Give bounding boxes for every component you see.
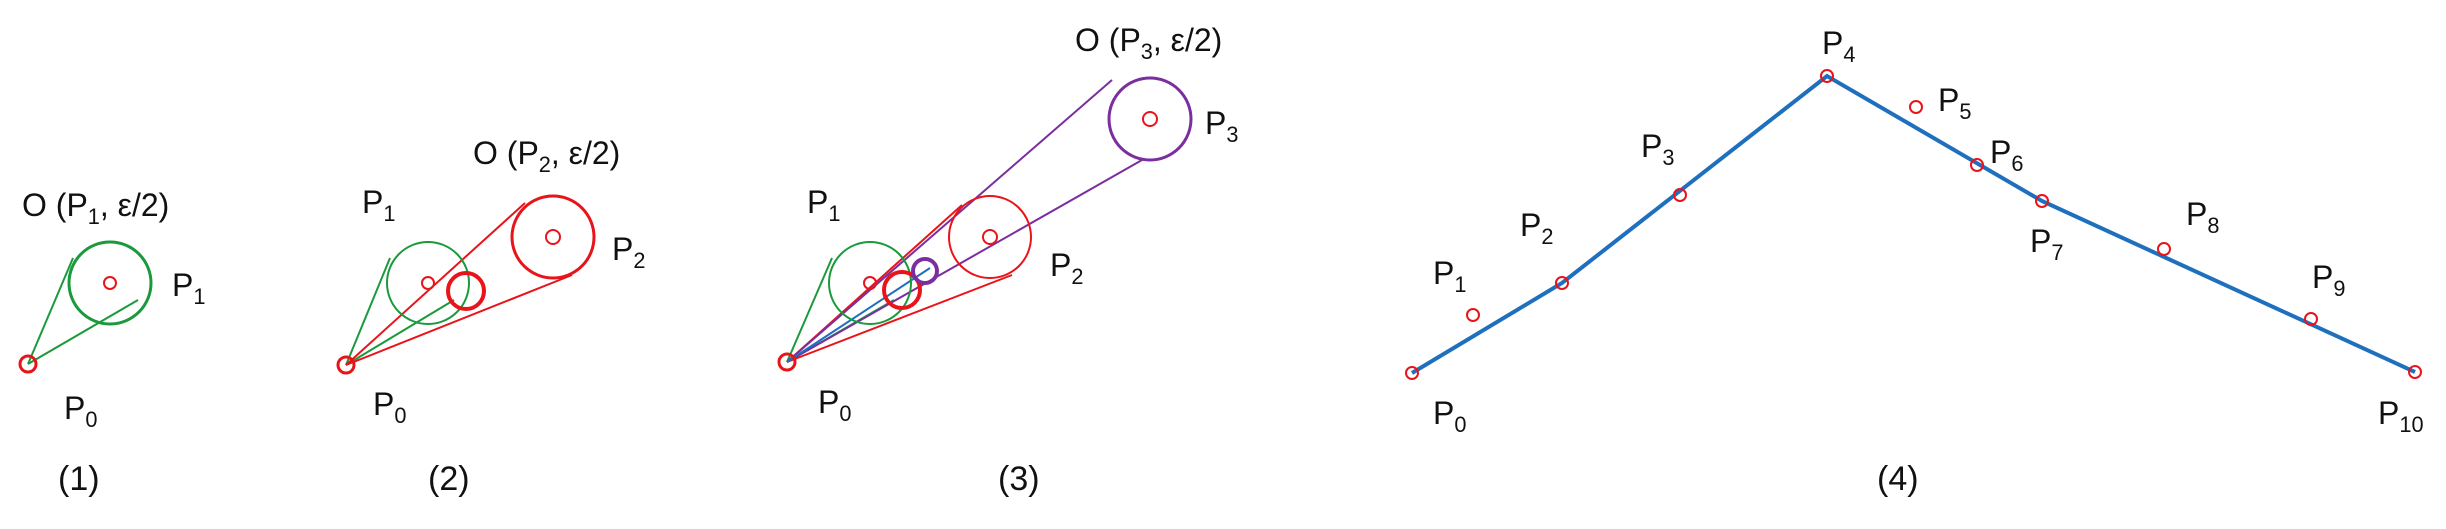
point-label: P3: [1205, 105, 1238, 147]
tolerance-circle: [67, 240, 153, 326]
simplified-polyline: [1410, 73, 2416, 375]
tangent-line: [786, 79, 1113, 363]
intersection-circle: [882, 270, 922, 310]
tangent-line: [786, 257, 833, 363]
tolerance-circle: [948, 195, 1032, 279]
point-label: P1: [807, 184, 840, 226]
tolerance-circle: [386, 241, 470, 325]
panel-1: O (P1, ε/2) P1 P0 (1): [18, 187, 205, 498]
tolerance-circle: [1107, 76, 1193, 162]
point-marker: [103, 276, 117, 290]
tangent-line: [345, 257, 391, 366]
point-marker: [2304, 312, 2318, 326]
point-marker: [2035, 194, 2049, 208]
tangent-line: [345, 299, 455, 366]
point-marker: [2157, 242, 2171, 256]
point-marker: [1405, 366, 1419, 380]
panel-caption: (4): [1877, 460, 1919, 498]
circle-label: O (P2, ε/2): [473, 135, 620, 177]
point-marker: [1142, 111, 1158, 127]
point-label: P2: [1520, 207, 1553, 249]
tolerance-circle: [828, 241, 912, 325]
point-marker: [336, 355, 356, 375]
intersection-circle: [911, 257, 939, 285]
point-label: P8: [2186, 196, 2219, 238]
panel-4: P0 P1 P2 P3 P4 P5 P6 P7 P8 P9 P10 (4): [1405, 25, 2424, 498]
point-marker: [1555, 276, 1569, 290]
point-marker: [863, 276, 877, 290]
point-label: P0: [818, 384, 851, 426]
point-label: P0: [373, 386, 406, 428]
point-label: P5: [1938, 82, 1971, 124]
point-marker: [545, 229, 561, 245]
tolerance-circle: [510, 194, 596, 280]
panel-3: O (P3, ε/2) P3 P1 P2 P0 (3): [777, 22, 1238, 498]
point-label: P4: [1822, 25, 1855, 67]
tangent-line: [345, 274, 573, 366]
point-label: P9: [2312, 259, 2345, 301]
panel-caption: (1): [58, 460, 100, 498]
point-label: P10: [2378, 395, 2424, 437]
point-label: P0: [64, 390, 97, 432]
point-label: P2: [612, 231, 645, 273]
tangent-line: [345, 202, 526, 366]
point-label: P6: [1990, 134, 2023, 176]
point-label: P1: [1433, 255, 1466, 297]
point-label: P1: [362, 184, 395, 226]
point-marker: [2408, 365, 2422, 379]
intersection-circle: [446, 271, 486, 311]
tangent-line: [27, 257, 74, 365]
point-label: P7: [2030, 223, 2063, 265]
circle-label: O (P1, ε/2): [22, 187, 169, 229]
bisector-line: [786, 267, 931, 363]
point-marker: [1970, 158, 1984, 172]
tangent-line: [786, 274, 1013, 363]
point-marker: [1909, 100, 1923, 114]
panel-caption: (2): [428, 460, 470, 498]
point-label: P1: [172, 267, 205, 309]
point-label: P3: [1641, 128, 1674, 170]
point-marker: [1466, 308, 1480, 322]
point-label: P0: [1433, 395, 1466, 437]
point-marker: [982, 229, 998, 245]
circle-label: O (P3, ε/2): [1075, 22, 1222, 64]
point-marker: [777, 352, 797, 372]
point-label: P2: [1050, 247, 1083, 289]
tangent-line: [27, 299, 139, 365]
panel-caption: (3): [998, 460, 1040, 498]
point-marker: [18, 354, 38, 374]
point-marker: [1820, 69, 1834, 83]
point-marker: [1673, 188, 1687, 202]
point-marker: [421, 276, 435, 290]
tangent-line: [786, 159, 1143, 363]
panel-2: O (P2, ε/2) P1 P2 P0 (2): [336, 135, 645, 498]
